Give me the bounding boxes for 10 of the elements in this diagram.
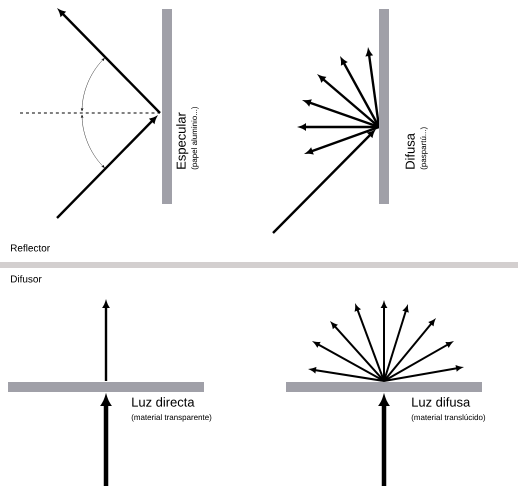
- material-label: Especular: [176, 112, 188, 169]
- material-label: Luz directa: [132, 397, 195, 407]
- surface-bar: [8, 382, 204, 392]
- section-label: Reflector: [11, 244, 50, 252]
- section-label: Difusor: [11, 275, 42, 282]
- material-label: Luz difusa: [412, 397, 470, 407]
- surface-bar: [162, 9, 172, 204]
- surface-bar: [286, 382, 482, 392]
- material-label: Difusa: [405, 133, 415, 169]
- surface-bar: [379, 9, 389, 204]
